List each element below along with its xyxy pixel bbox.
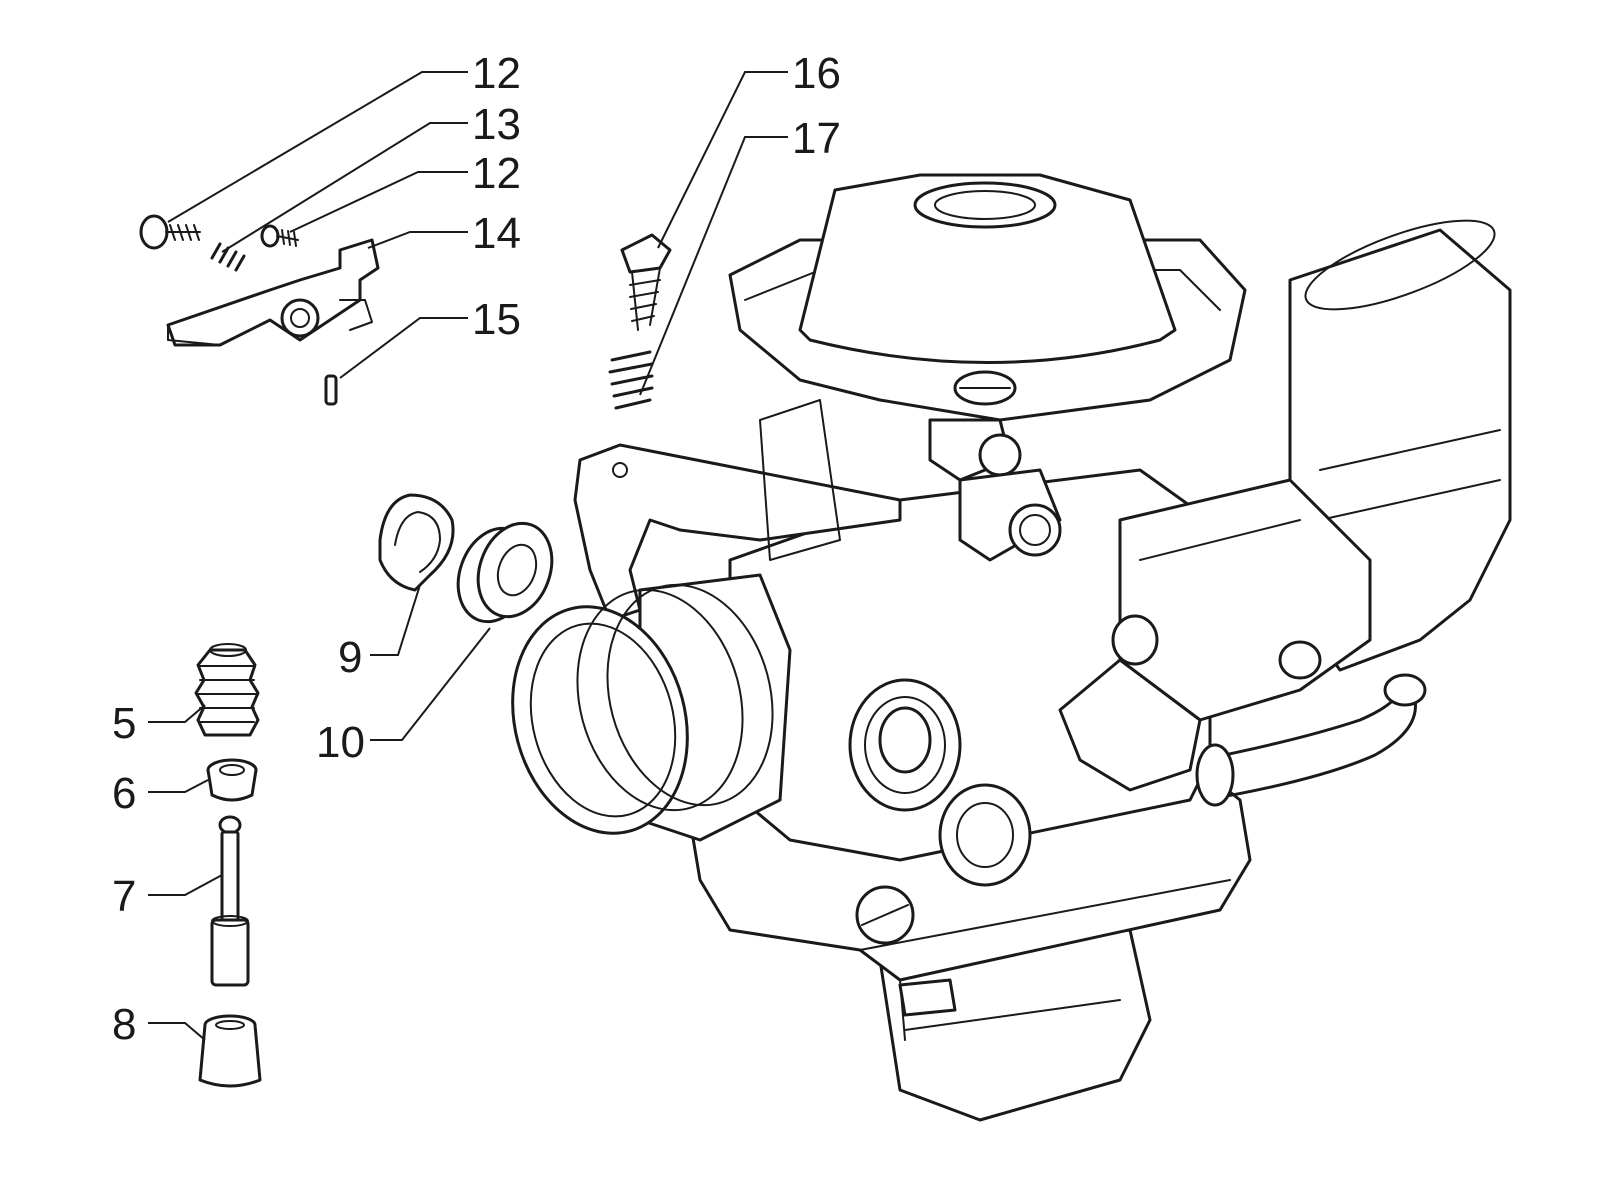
leader-13 [221, 122, 468, 253]
leader-5 [148, 704, 206, 723]
callout-14: 14 [472, 209, 521, 258]
callout-13: 13 [472, 100, 521, 149]
part-7-plunger [210, 815, 250, 987]
leader-8 [148, 1022, 206, 1041]
leader-6 [148, 779, 209, 793]
leader-15 [339, 317, 468, 379]
callout-15: 15 [472, 295, 521, 344]
callout-5: 5 [112, 699, 136, 748]
part-14-lever [166, 238, 380, 347]
part-5-boot [194, 643, 260, 737]
part-12-screw-a [139, 214, 201, 250]
part-10-seal [456, 521, 554, 624]
part-9-clip [378, 493, 455, 592]
callout-17: 17 [792, 114, 841, 163]
leader-9 [370, 584, 421, 656]
part-6-washer [206, 758, 258, 802]
leader-7 [148, 874, 223, 896]
part-15-pin [324, 374, 338, 406]
leader-17 [639, 136, 788, 396]
callout-12-top: 12 [472, 49, 521, 98]
leader-16 [657, 71, 788, 249]
callout-16: 16 [792, 49, 841, 98]
leader-12b [289, 171, 468, 233]
part-17-spring [608, 350, 654, 410]
callout-6: 6 [112, 769, 136, 818]
leader-14 [367, 231, 468, 249]
part-12-screw-b [260, 224, 299, 248]
part-13-spring [210, 242, 246, 272]
callout-7: 7 [112, 872, 136, 921]
leader-12a [167, 71, 468, 223]
carburetor-body [511, 173, 1512, 1122]
callout-10: 10 [316, 718, 365, 767]
callout-9: 9 [338, 633, 362, 682]
leader-lines [148, 71, 788, 1041]
leader-10 [370, 627, 491, 741]
callout-8: 8 [112, 1000, 136, 1049]
part-8-cap [198, 1014, 262, 1088]
callout-12-second: 12 [472, 149, 521, 198]
part-16-bolt [620, 233, 672, 331]
callout-labels: 12 13 12 14 15 16 17 9 10 5 6 7 8 [112, 49, 841, 1049]
